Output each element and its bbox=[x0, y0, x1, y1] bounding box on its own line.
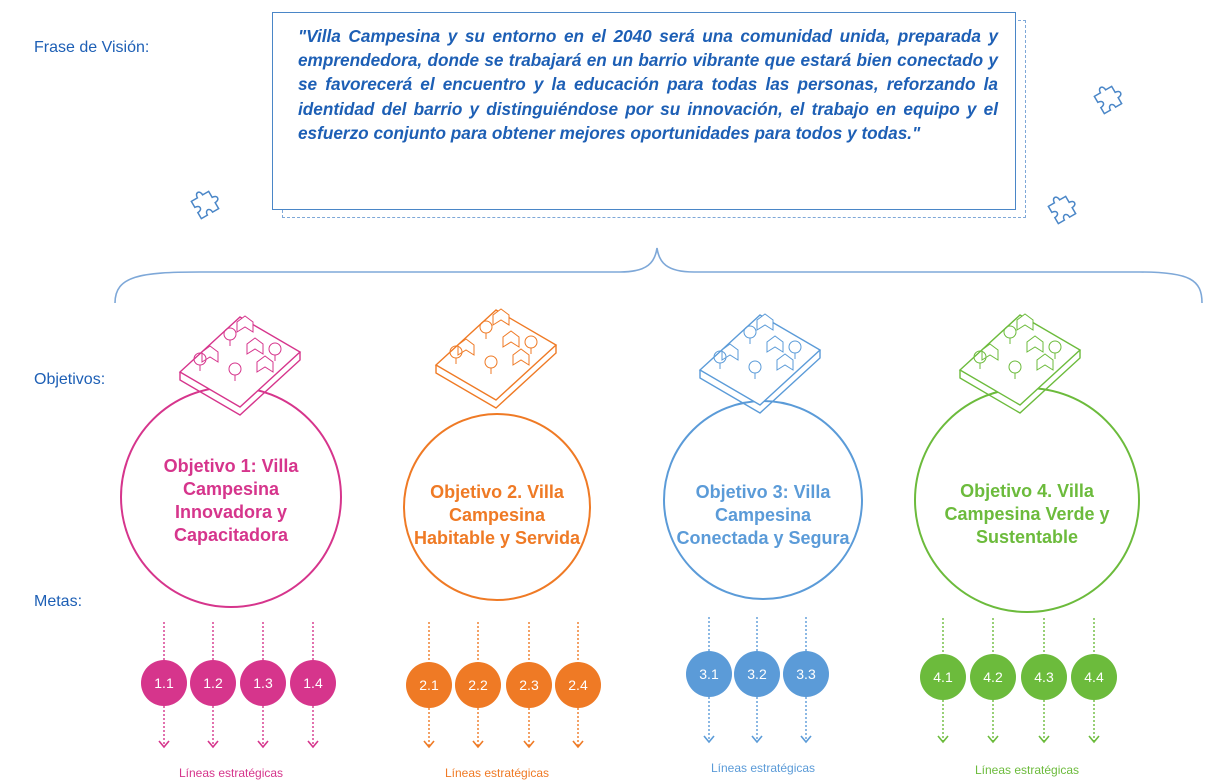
goal-4.3: 4.3 bbox=[1021, 654, 1067, 700]
arrow-head-icon bbox=[307, 740, 319, 749]
arrow-head-icon bbox=[800, 735, 812, 744]
arrow-head-icon bbox=[158, 740, 170, 749]
arrow-head-icon bbox=[1088, 735, 1100, 744]
objective-title-line: Campesina bbox=[714, 505, 812, 525]
vision-statement: "Villa Campesina y su entorno en el 2040… bbox=[298, 26, 998, 143]
vision-box bbox=[272, 12, 1016, 210]
arrow-head-icon bbox=[1038, 735, 1050, 744]
goal-4.2: 4.2 bbox=[970, 654, 1016, 700]
objective-3-lineas-label: Líneas estratégicas bbox=[710, 761, 816, 775]
objective-2-lineas-label: Líneas estratégicas bbox=[444, 766, 550, 780]
vision-label: Frase de Visión: bbox=[34, 39, 150, 56]
objective-title-line: Campesina Verde y bbox=[944, 504, 1110, 524]
goal-2.4: 2.4 bbox=[555, 662, 601, 708]
goal-1.2: 1.2 bbox=[190, 660, 236, 706]
objective-title-line: Capacitadora bbox=[173, 525, 289, 545]
objective-title-line: Innovadora y bbox=[174, 502, 288, 522]
objective-title-line: Habitable y Servida bbox=[413, 528, 581, 548]
objetivos-label: Objetivos: bbox=[34, 371, 106, 388]
arrow-head-icon bbox=[472, 740, 484, 749]
arrow-head-icon bbox=[207, 740, 219, 749]
arrow-head-icon bbox=[751, 735, 763, 744]
goal-1.3: 1.3 bbox=[240, 660, 286, 706]
goal-3.1: 3.1 bbox=[686, 651, 732, 697]
neighborhood-illustration bbox=[698, 313, 822, 414]
neighborhood-illustration bbox=[178, 315, 302, 416]
objective-2-circle bbox=[403, 413, 591, 601]
goal-2.3: 2.3 bbox=[506, 662, 552, 708]
neighborhood-illustration bbox=[958, 313, 1082, 414]
puzzle-icon bbox=[1047, 195, 1077, 225]
objective-4-lineas-label: Líneas estratégicas bbox=[974, 763, 1080, 777]
goal-1.4: 1.4 bbox=[290, 660, 336, 706]
goal-2.1: 2.1 bbox=[406, 662, 452, 708]
objective-title-line: Campesina bbox=[182, 479, 280, 499]
objective-title-line: Objetivo 2. Villa bbox=[430, 482, 564, 502]
arrow-head-icon bbox=[572, 740, 584, 749]
goal-3.2: 3.2 bbox=[734, 651, 780, 697]
puzzle-icon bbox=[190, 190, 220, 220]
objective-title-line: Sustentable bbox=[975, 527, 1079, 547]
arrow-head-icon bbox=[987, 735, 999, 744]
neighborhood-illustration bbox=[434, 308, 558, 409]
goal-1.1: 1.1 bbox=[141, 660, 187, 706]
objective-1-lineas-label: Líneas estratégicas bbox=[178, 766, 284, 780]
objective-title-line: Objetivo 3: Villa bbox=[695, 482, 831, 502]
arrow-head-icon bbox=[703, 735, 715, 744]
goal-4.1: 4.1 bbox=[920, 654, 966, 700]
objective-title-line: Objetivo 1: Villa bbox=[163, 456, 299, 476]
arrow-head-icon bbox=[257, 740, 269, 749]
goal-2.2: 2.2 bbox=[455, 662, 501, 708]
objective-title-line: Campesina bbox=[448, 505, 546, 525]
goal-4.4: 4.4 bbox=[1071, 654, 1117, 700]
objective-title-line: Objetivo 4. Villa bbox=[960, 481, 1094, 501]
goal-3.3: 3.3 bbox=[783, 651, 829, 697]
grouping-brace bbox=[114, 247, 1203, 304]
arrow-head-icon bbox=[523, 740, 535, 749]
arrow-head-icon bbox=[423, 740, 435, 749]
arrow-head-icon bbox=[937, 735, 949, 744]
puzzle-icon bbox=[1093, 85, 1123, 115]
objective-title-line: Conectada y Segura bbox=[676, 528, 850, 548]
metas-label: Metas: bbox=[34, 593, 83, 610]
